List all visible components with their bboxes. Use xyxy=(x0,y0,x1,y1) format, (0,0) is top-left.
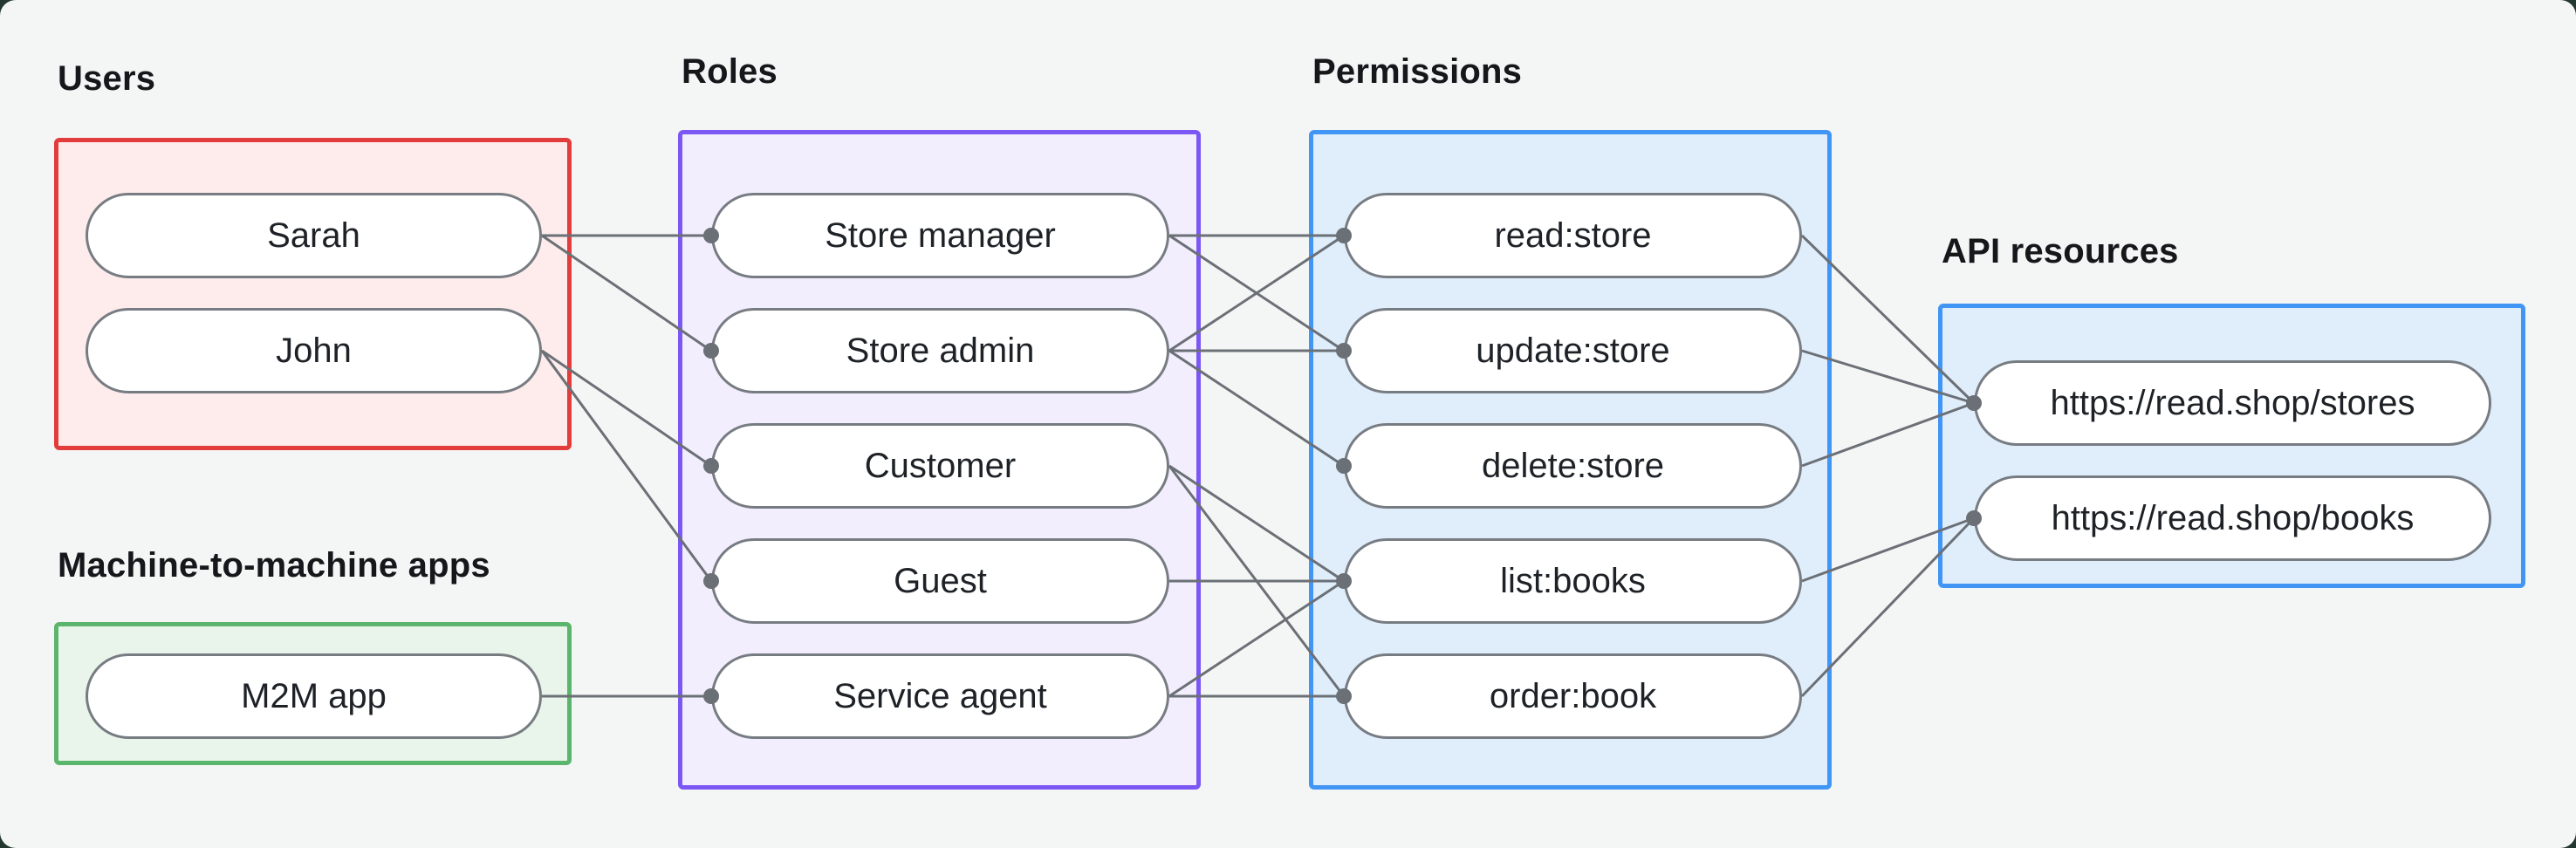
node-m2m-app: M2M app xyxy=(86,653,542,739)
node-store-manager: Store manager xyxy=(711,193,1169,278)
node-customer: Customer xyxy=(711,423,1169,509)
m2m-group-label: Machine-to-machine apps xyxy=(58,546,490,585)
node-store-admin: Store admin xyxy=(711,308,1169,393)
node-service-agent: Service agent xyxy=(711,653,1169,739)
node-john: John xyxy=(86,308,542,393)
node-list-books: list:books xyxy=(1344,538,1802,624)
users-group-box xyxy=(54,138,572,450)
node-update-store: update:store xyxy=(1344,308,1802,393)
permissions-group-label: Permissions xyxy=(1312,52,1523,91)
node-sarah: Sarah xyxy=(86,193,542,278)
node-order-book: order:book xyxy=(1344,653,1802,739)
api-resources-group-label: API resources xyxy=(1942,232,2179,270)
users-group-label: Users xyxy=(58,59,156,98)
node-books-api: https://read.shop/books xyxy=(1974,475,2491,561)
node-read-store: read:store xyxy=(1344,193,1802,278)
roles-group-label: Roles xyxy=(682,52,778,91)
node-guest: Guest xyxy=(711,538,1169,624)
node-stores-api: https://read.shop/stores xyxy=(1974,360,2491,446)
node-delete-store: delete:store xyxy=(1344,423,1802,509)
